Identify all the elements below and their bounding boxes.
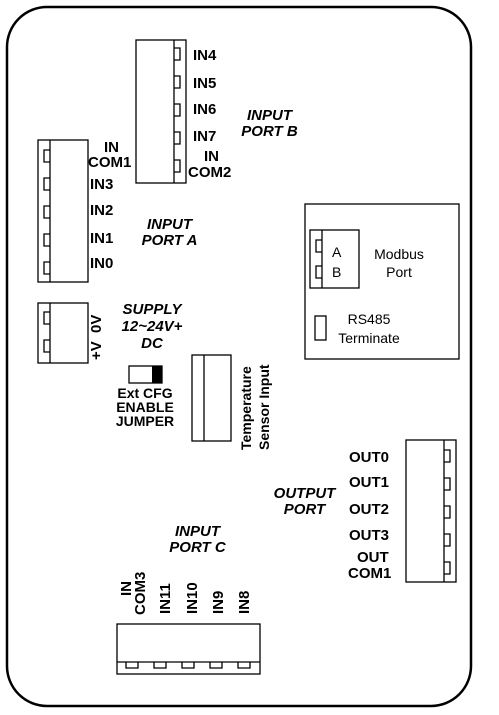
port-b-connector <box>135 39 187 184</box>
port-a-pin-in1: IN1 <box>90 230 114 247</box>
port-c-pin-in11: IN11 <box>157 583 174 614</box>
port-a-pin-in2: IN2 <box>90 202 114 219</box>
port-c-connector <box>116 623 261 675</box>
port-c-pin-in9: IN9 <box>210 590 227 614</box>
output-pin-out0: OUT0 <box>349 449 390 466</box>
port-b-pin-in7: IN7 <box>193 128 217 145</box>
port-b-pin-in5: IN5 <box>193 75 217 92</box>
port-b-com-line1: IN <box>204 148 219 165</box>
jumper-label-line2: ENABLE <box>116 399 174 415</box>
port-b-title-line1: INPUT <box>247 107 292 124</box>
output-title-line2: PORT <box>283 501 326 518</box>
port-a-connector <box>37 139 89 283</box>
port-a-com-line1: IN <box>104 139 119 156</box>
port-b-com-line2: COM2 <box>188 164 232 181</box>
sensor-label-line2: Sensor Input <box>256 364 272 450</box>
rs485-terminate-jumper <box>314 315 327 341</box>
output-pin-out1: OUT1 <box>349 474 390 491</box>
port-c-pin-in10: IN10 <box>184 582 201 614</box>
port-c-title-line2: PORT C <box>169 539 226 556</box>
output-pin-out3: OUT3 <box>349 527 390 544</box>
port-b-title-line2: PORT B <box>241 123 298 140</box>
rs485-label-line2: Terminate <box>338 330 400 346</box>
modbus-pin-a: A <box>332 244 342 260</box>
port-c-pin-in8: IN8 <box>236 590 253 614</box>
port-a-pin-in0: IN0 <box>90 255 114 272</box>
output-port-connector <box>405 439 457 583</box>
enclosure-outline <box>5 5 473 708</box>
sensor-label-line1: Temperature <box>238 366 254 450</box>
output-pin-out2: OUT2 <box>349 501 390 518</box>
jumper-label-line3: JUMPER <box>115 413 175 429</box>
port-b-pin-in4: IN4 <box>193 47 217 64</box>
supply-pin-neg: 0V <box>88 314 105 333</box>
modbus-label-line2: Port <box>386 264 412 280</box>
output-com-line2: COM1 <box>348 565 392 582</box>
port-c-title-line1: INPUT <box>175 523 220 540</box>
modbus-pin-b: B <box>332 264 342 280</box>
ext-cfg-jumper <box>128 365 163 384</box>
output-title-line1: OUTPUT <box>273 485 336 502</box>
output-com-line1: OUT <box>357 549 389 566</box>
port-b-pin-in6: IN6 <box>193 101 217 118</box>
supply-title-line1: SUPPLY <box>122 301 182 318</box>
port-c-com-line2: COM3 <box>132 571 149 615</box>
port-a-pin-in3: IN3 <box>90 176 114 193</box>
supply-connector <box>37 302 89 364</box>
port-a-title-line2: PORT A <box>141 232 198 249</box>
jumper-label-line1: Ext CFG <box>117 385 173 401</box>
rs485-label-line1: RS485 <box>347 311 391 327</box>
modbus-box <box>304 203 460 360</box>
temperature-sensor-connector <box>191 354 232 442</box>
port-a-com-line2: COM1 <box>88 154 132 171</box>
port-a-title-line1: INPUT <box>147 216 192 233</box>
supply-title-line2: 12~24V+ <box>121 318 183 335</box>
modbus-label-line1: Modbus <box>374 246 424 262</box>
supply-pin-pos: +V <box>88 341 105 360</box>
supply-title-line3: DC <box>141 335 163 352</box>
